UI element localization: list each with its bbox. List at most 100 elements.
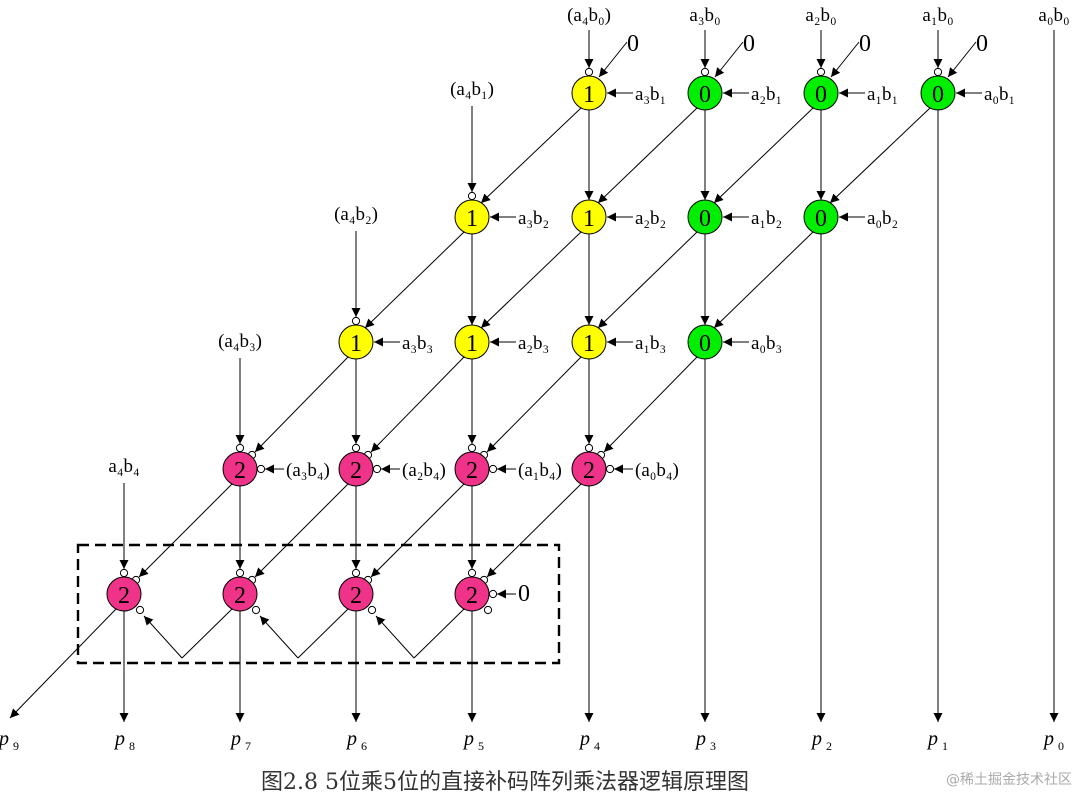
cell-value: 2 [234,583,246,609]
output-label: p [694,728,706,750]
adder-cell [803,199,839,235]
adder-cell [222,576,258,612]
cell-value: 0 [815,82,827,108]
output-subscript: 5 [478,739,484,753]
output-label: p [345,728,357,750]
invert-bubble [351,568,361,578]
carry-chain-arrow [143,615,183,659]
connection-lines [9,30,1059,722]
carry-arrow [598,41,628,78]
sum-diagonal-arrow [480,231,582,329]
output-label: p [810,728,822,750]
adder-cell [338,451,374,487]
side-input-label: (a₃b₄) [286,460,330,481]
sum-diagonal-arrow [829,107,931,204]
sum-diagonal-arrow [364,231,465,329]
invert-bubble [488,589,498,599]
sum-diagonal-arrow [254,483,349,578]
adder-cell [687,75,723,111]
carry-arrow [830,41,860,78]
adder-cell [687,199,723,235]
row-input-label: a₄b₄ [108,456,139,477]
carry-chain-line [297,608,349,659]
adder-cell [687,324,723,360]
adder-cell [454,324,490,360]
output-label: p [229,728,241,750]
carry-zero-label: 0 [859,31,871,57]
carry-chain-arrow [375,615,415,659]
adder-cell [454,576,490,612]
sum-diagonal-arrow [486,356,582,453]
cell-value: 2 [466,583,478,609]
invert-bubble [584,67,594,77]
cell-value: 2 [466,458,478,484]
side-input-label: a₀b₂ [867,208,898,229]
invert-bubble [351,316,361,326]
cell-value: 1 [583,82,595,108]
invert-bubble [135,605,145,615]
sum-diagonal-arrow [480,107,582,204]
side-input-label: a₀b₃ [751,333,782,354]
output-arrow [9,608,117,719]
carry-chain-line [413,608,465,659]
side-input-label: (a₁b₄) [518,460,562,481]
cell-value: 0 [932,82,944,108]
sum-diagonal-arrow [486,483,582,578]
cell-value: 1 [583,331,595,357]
invert-bubble [605,464,615,474]
invert-bubble [488,464,498,474]
invert-bubble [235,443,245,453]
cell-value: 2 [583,458,595,484]
sum-diagonal-arrow [138,483,233,578]
carry-arrow [947,41,977,78]
adder-cell [571,451,607,487]
output-subscript: 8 [129,739,135,753]
carry-chain-arrow [259,615,299,659]
side-input-label: a₁b₃ [635,333,666,354]
term-labels: (a₄b₀) 0 a₃b₀ 0 a₂b₀ 0 a₁b₀ 0 a₀b₀ (a₄b₁) (a₄b₂) (a… [0,5,1070,753]
top-input-label: a₂b₀ [805,5,836,26]
output-subscript: 9 [13,739,19,753]
watermark: @稀土掘金技术社区 [946,772,1072,788]
output-label: p [113,728,125,750]
adder-cell [338,576,374,612]
top-input-label: a₀b₀ [1038,5,1069,26]
carry-arrow [714,41,744,78]
adder-cell [338,324,374,360]
top-input-label: a₁b₀ [922,5,953,26]
sum-diagonal-arrow [254,356,349,453]
sum-diagonal-arrow [597,231,698,329]
output-label: p [1042,728,1054,750]
side-input-label: a₃b₃ [402,333,433,354]
output-subscript: 0 [1058,739,1064,753]
invert-bubble [251,605,261,615]
output-label: p [578,728,590,750]
adder-cell [571,324,607,360]
output-subscript: 3 [710,739,716,753]
cell-grid [106,67,956,615]
sum-diagonal-arrow [713,107,814,204]
side-input-label: a₃b₂ [518,208,549,229]
sum-diagonal-arrow [370,356,465,453]
invert-bubble [235,568,245,578]
side-input-label: 0 [518,581,530,607]
row-input-label: (a₄b₂) [334,204,378,225]
adder-cell [571,75,607,111]
invert-bubble [584,443,594,453]
output-subscript: 6 [361,739,367,753]
top-input-label: a₃b₀ [689,5,720,26]
invert-bubble [467,568,477,578]
row-input-label: (a₄b₁) [450,79,494,100]
adder-cell [222,451,258,487]
carry-chain-line [181,608,233,659]
sum-diagonal-arrow [597,107,698,204]
adder-cell [571,199,607,235]
sum-diagonal-arrow [713,231,814,329]
output-label: p [0,728,9,750]
cell-value: 2 [118,583,130,609]
side-input-label: a₂b₂ [635,208,666,229]
invert-bubble [467,191,477,201]
top-input-label: (a₄b₀) [567,5,611,26]
side-input-label: (a₀b₄) [635,460,679,481]
